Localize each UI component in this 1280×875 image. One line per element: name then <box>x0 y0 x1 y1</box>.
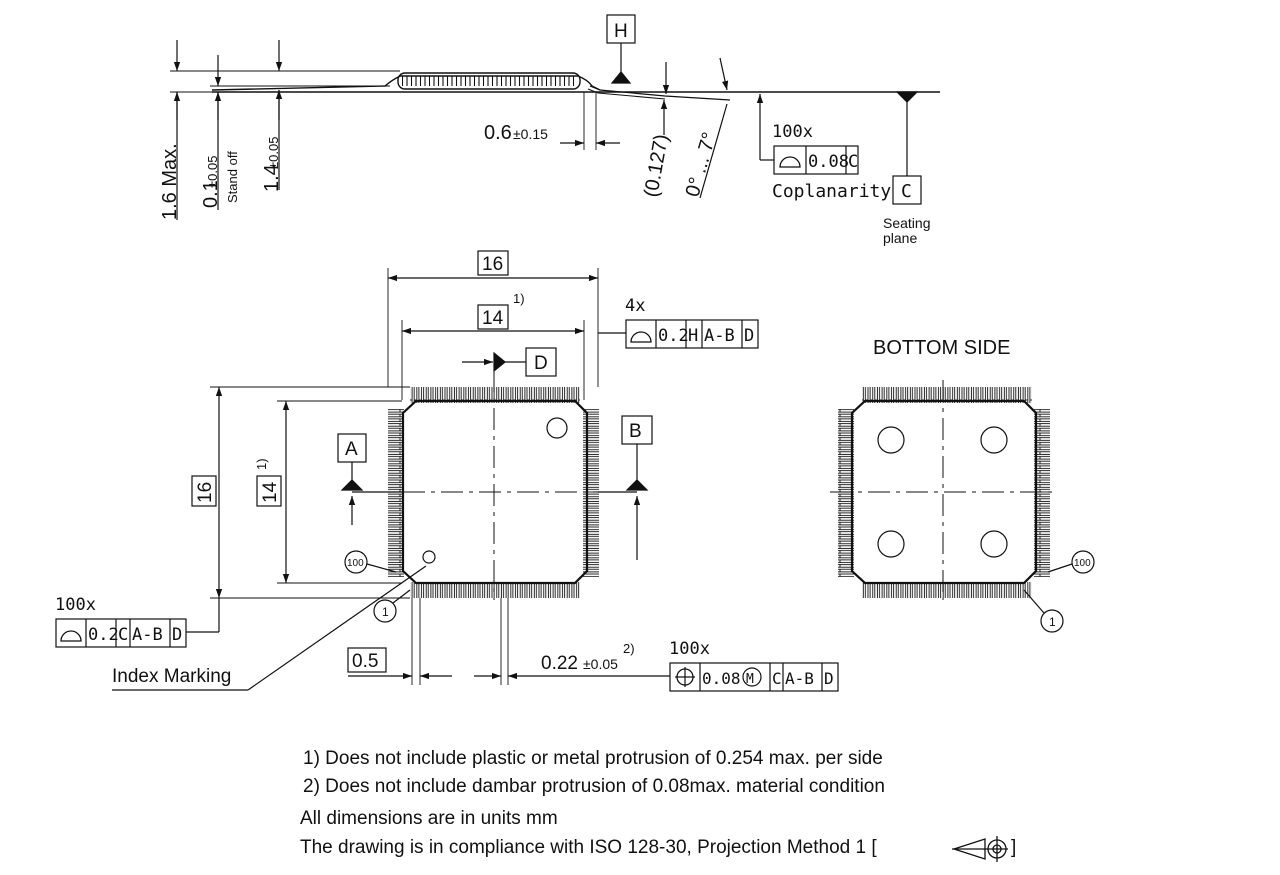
profile2-ref-d: D <box>172 625 182 645</box>
standoff-value: 0.1 <box>200 180 222 208</box>
lead-width-note: 2) <box>623 641 635 656</box>
body-height-note: 1) <box>254 458 269 470</box>
profile2-ref-ab: A-B <box>132 625 163 645</box>
lead-length-value: 0.6 <box>484 122 512 144</box>
compliance-note-end: ] <box>1011 837 1017 858</box>
height-max-label: 1.6 Max. <box>159 143 181 220</box>
bottom-pin-1-label: 1 <box>1049 615 1056 629</box>
profile-ref-ab: A-B <box>704 326 735 346</box>
position-mmc: M <box>746 672 754 687</box>
compliance-note: The drawing is in compliance with ISO 12… <box>300 837 877 858</box>
overall-height: 16 <box>195 482 216 503</box>
position-value: 0.08 <box>702 669 741 688</box>
top-view <box>55 250 839 692</box>
lead-length-tol: ±0.15 <box>513 126 548 142</box>
datum-a: A <box>345 439 358 460</box>
units-note: All dimensions are in units mm <box>300 808 558 829</box>
bottom-pin-100-label: 100 <box>1074 558 1091 569</box>
body-height-tol: ±0.05 <box>266 137 281 169</box>
bottom-side-title: BOTTOM SIDE <box>873 337 1010 359</box>
pin-1-label: 1 <box>382 605 389 619</box>
lead-angle: 0° ... 7° <box>682 130 721 200</box>
profile-ref-h: H <box>688 326 698 346</box>
side-view <box>170 14 940 220</box>
position-count: 100x <box>669 639 710 659</box>
profile-ref-d: D <box>744 326 754 346</box>
bottom-view-text: BOTTOM SIDE 100 1 <box>873 337 1091 629</box>
seating-plane-line2: plane <box>883 230 917 246</box>
position-ref-c: C <box>772 669 782 688</box>
lead-width-value: 0.22 <box>541 653 578 674</box>
profile-value: 0.2 <box>658 326 689 346</box>
overall-width: 16 <box>482 254 503 275</box>
profile2-count: 100x <box>55 595 96 615</box>
profile2-ref-c: C <box>118 625 128 645</box>
top-view-text: 16 14 1) 4x 0.2 H A-B D D A B 16 14 1) 1… <box>55 254 834 688</box>
datum-b: B <box>629 421 642 442</box>
note-2: 2) Does not include dambar protrusion of… <box>303 776 885 797</box>
profile-count: 4x <box>625 296 645 316</box>
datum-h: H <box>614 21 628 42</box>
profile2-value: 0.2 <box>88 625 119 645</box>
bottom-view <box>830 380 1095 633</box>
body-height: 14 <box>260 481 281 503</box>
lead-thickness: (0.127) <box>640 133 673 199</box>
position-ref-ab: A-B <box>785 669 814 688</box>
note-1: 1) Does not include plastic or metal pro… <box>303 748 883 769</box>
standoff-label: Stand off <box>225 151 240 203</box>
seating-plane-line1: Seating <box>883 215 930 231</box>
body-height-value: 1.4 <box>261 164 283 192</box>
datum-d: D <box>534 353 548 374</box>
index-marking-label: Index Marking <box>112 666 231 687</box>
datum-c: C <box>901 181 912 202</box>
coplanarity-datum: C <box>848 152 858 172</box>
standoff-tol: ±0.05 <box>205 156 220 188</box>
coplanarity-value: 0.08 <box>808 152 849 172</box>
pin-100-label: 100 <box>347 558 364 569</box>
coplanarity-count: 100x <box>772 122 813 142</box>
projection-symbol-icon <box>951 836 1008 862</box>
position-ref-d: D <box>824 669 834 688</box>
pitch-value: 0.5 <box>352 651 378 672</box>
body-width: 14 <box>482 308 504 329</box>
lead-width-tol: ±0.05 <box>583 656 618 672</box>
side-view-text: 1.6 Max. 0.1 ±0.05 Stand off 1.4 ±0.05 0… <box>159 21 930 246</box>
coplanarity-label: Coplanarity <box>772 181 891 202</box>
body-width-note: 1) <box>513 291 525 306</box>
